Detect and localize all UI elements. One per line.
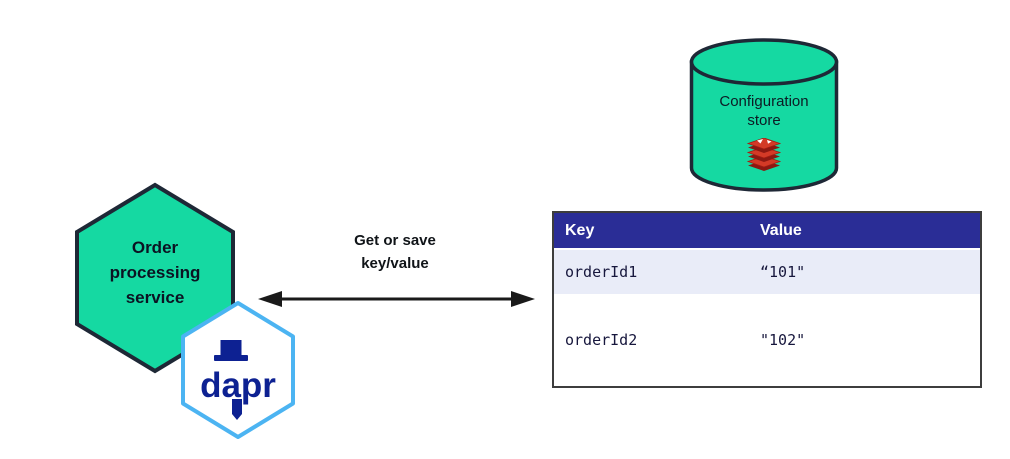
kv-cell-value: "102" [760, 331, 806, 349]
hexagon-shape [75, 182, 235, 374]
order-processing-service-node: Order processing service [73, 182, 237, 374]
redis-icon [746, 138, 782, 171]
configuration-store-node: Configuration store [688, 36, 840, 194]
dapr-tie-icon [232, 399, 242, 420]
dapr-wordmark: dapr [200, 366, 276, 405]
cylinder-shape [689, 38, 839, 192]
table-row: orderId1 “101" [554, 250, 980, 294]
order-processing-service-label: Order processing service [109, 237, 201, 307]
kv-header-key: Key [565, 221, 595, 239]
dapr-sidecar-badge: dapr [178, 300, 298, 440]
kv-table: Key Value orderId1 “101" orderId2 "102" [552, 211, 982, 388]
kv-header-value: Value [760, 221, 802, 239]
bidirectional-arrow-icon [258, 291, 535, 307]
kv-cell-key: orderId1 [565, 263, 638, 281]
arrow-label: Get or save key/value [354, 232, 436, 272]
kv-table-header: Key Value [554, 213, 980, 250]
bowler-hat-icon [214, 340, 248, 361]
dapr-logo-icon: dapr [181, 301, 295, 439]
configuration-store-label: Configuration store [719, 93, 809, 129]
kv-cell-key: orderId2 [565, 331, 638, 349]
table-row: orderId2 "102" [554, 294, 980, 386]
kv-cell-value: “101" [760, 263, 806, 281]
